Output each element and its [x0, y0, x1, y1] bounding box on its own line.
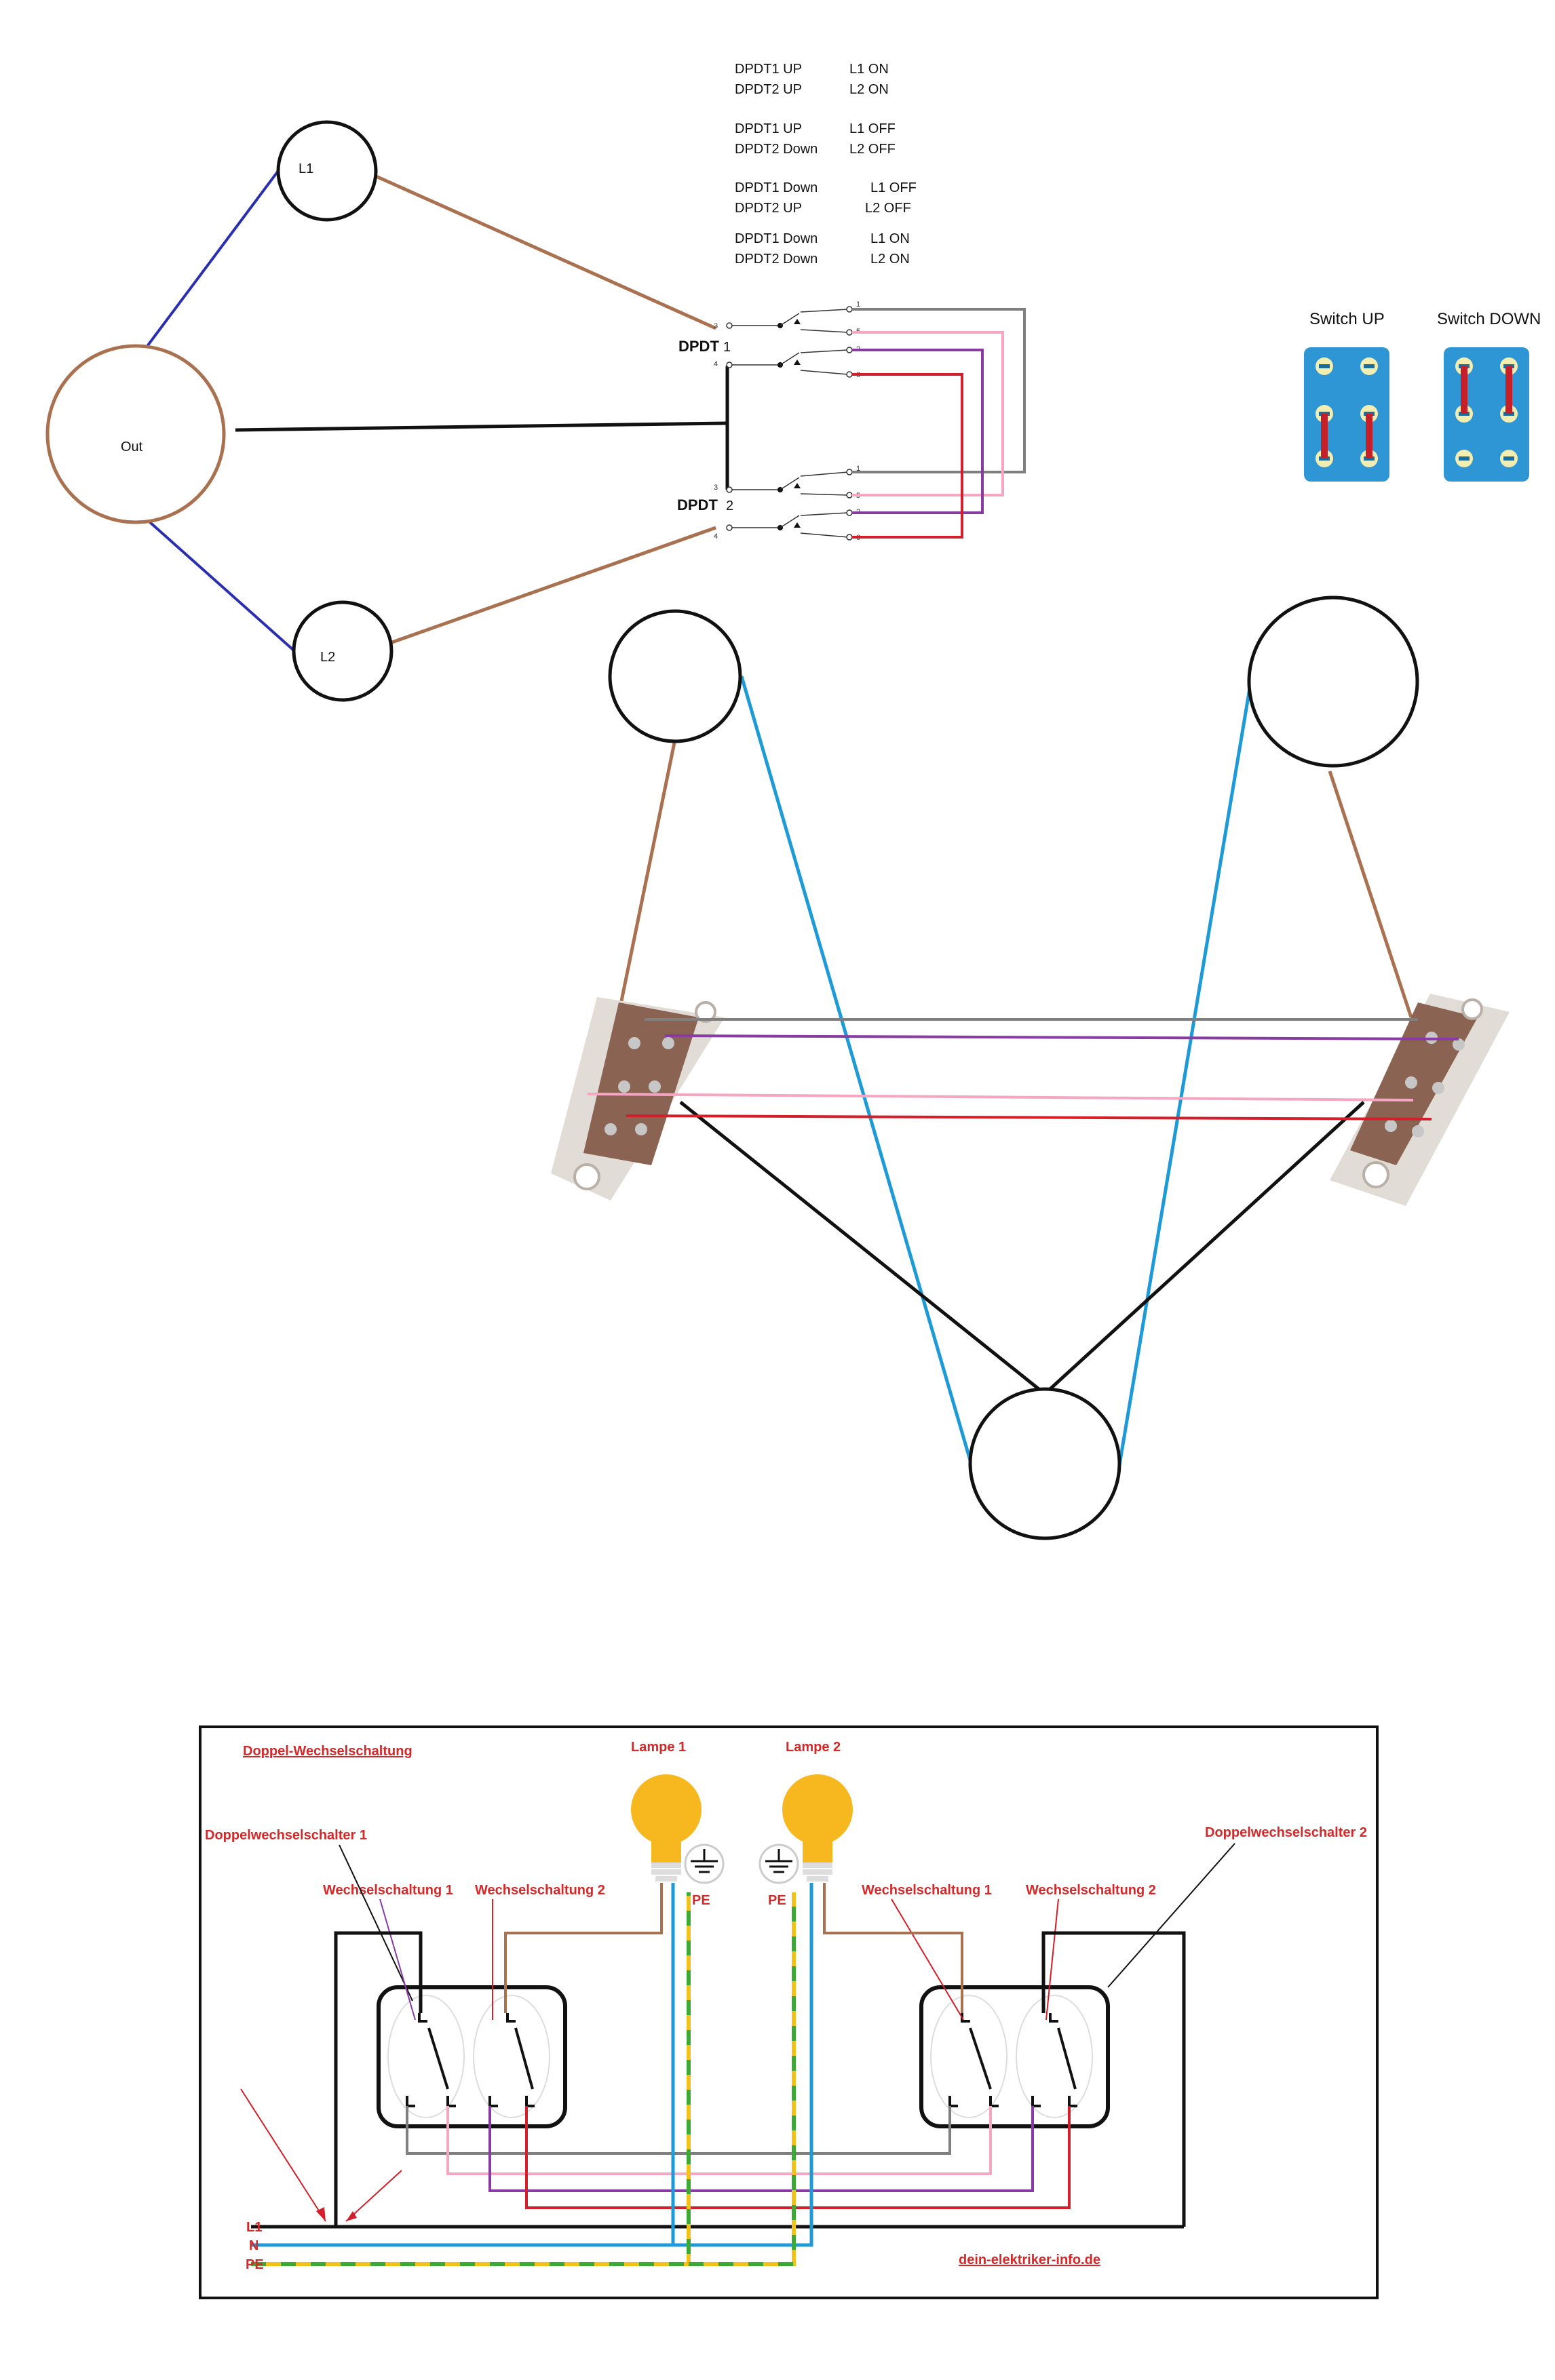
- table-row-3-left: DPDT1 UP: [735, 121, 802, 136]
- out-circle: [45, 344, 226, 524]
- lamp-l2-label: L2: [320, 650, 335, 665]
- wire-purple-traveller: [488, 2106, 1034, 2192]
- switch-up-label: Switch UP: [1309, 310, 1385, 328]
- dpdt1-label: DPDT: [678, 338, 719, 355]
- table-row-5-right: L1 OFF: [870, 180, 917, 195]
- lamp2-label: Lampe 2: [786, 1740, 841, 1755]
- circuit1-left-label: Wechselschaltung 1: [323, 1883, 453, 1898]
- wire-red-loop: [852, 373, 963, 539]
- switch-legend: Switch UP Switch DOWN: [1304, 310, 1541, 482]
- dpdt1-switch-symbol: DPDT 1 3 4 1 5 2 6: [678, 300, 860, 379]
- ground-symbol-2-icon: PE: [759, 1843, 799, 1908]
- wire-red-cross: [626, 1114, 1432, 1120]
- physical-switch-left: [551, 997, 725, 1201]
- wire-brown-left-lamp: [615, 739, 677, 1021]
- wire-l1-feed-left: [334, 1931, 423, 2227]
- wire-brown-l1-dpdt1: [372, 173, 717, 330]
- switch1-label: Doppelwechselschalter 1: [205, 1828, 367, 1843]
- table-row-6-right: L2 OFF: [865, 201, 911, 216]
- wire-blue-out-l2: [142, 515, 294, 651]
- wire-black-out-dpdt: [235, 421, 728, 432]
- dpdt2-pin-1: 1: [856, 465, 860, 473]
- out-label: Out: [121, 440, 143, 454]
- wire-brown-right-lamp: [1328, 770, 1413, 1018]
- physical-out-circle: [968, 1387, 1121, 1540]
- switch-down-pins: [1455, 357, 1518, 467]
- wire-pink-cross: [587, 1093, 1414, 1101]
- wire-grey-loop: [852, 308, 1026, 473]
- line-pe-label: PE: [246, 2257, 264, 2272]
- wire-n-lamp2: [673, 1883, 813, 2247]
- table-row-3-right: L1 OFF: [849, 121, 896, 136]
- lamp-l1-circle: [276, 120, 378, 222]
- physical-switch-right: [1330, 994, 1510, 1206]
- arrow-left-2: [345, 2170, 402, 2222]
- truth-table: DPDT1 UP L1 ON DPDT2 UP L2 ON DPDT1 UP L…: [735, 62, 917, 267]
- physical-lamp-right-circle: [1247, 596, 1419, 768]
- bulb-2-icon: [782, 1774, 853, 1881]
- dpdt2-index: 2: [726, 499, 733, 513]
- table-row-7-right: L1 ON: [870, 231, 910, 246]
- lamp1-label: Lampe 1: [631, 1740, 686, 1755]
- dpdt2-switch-symbol: DPDT 2 3 4 1 5 2 6: [677, 465, 860, 542]
- pe-label-2: PE: [768, 1893, 786, 1908]
- circuit2-left-label: Wechselschaltung 2: [475, 1883, 605, 1898]
- physical-wiring: [551, 596, 1510, 1540]
- wire-black-right: [1043, 1101, 1365, 1395]
- dpdt1-index: 1: [723, 340, 731, 355]
- wire-purple-cross: [664, 1034, 1459, 1040]
- dpdt2-pin-3: 3: [714, 484, 718, 492]
- switch-up-pins: [1316, 357, 1378, 467]
- wire-cyan-right: [1117, 676, 1254, 1466]
- lamp-l1-label: L1: [299, 161, 313, 176]
- dpdt1-pin-4: 4: [714, 360, 718, 368]
- wire-purple-loop: [852, 349, 984, 514]
- line-l1-label: L1: [246, 2220, 262, 2235]
- table-row-1-right: L1 ON: [849, 62, 889, 77]
- wire-grey-traveller: [406, 2106, 951, 2155]
- table-row-4-left: DPDT2 Down: [735, 142, 818, 157]
- dpdt1-pin-1: 1: [856, 300, 860, 309]
- switch-contacts: [406, 2013, 1077, 2107]
- reference-diagram: Doppel-Wechselschaltung Lampe 1 Lampe 2 …: [199, 1725, 1379, 2299]
- dpdt1-pin-3: 3: [714, 322, 718, 330]
- ground-symbol-1-icon: PE: [684, 1843, 725, 1908]
- switch2-label: Doppelwechselschalter 2: [1205, 1825, 1367, 1840]
- pe-label-1: PE: [692, 1893, 710, 1908]
- table-row-5-left: DPDT1 Down: [735, 180, 818, 195]
- website-label: dein-elektriker-info.de: [959, 2252, 1100, 2267]
- wire-black-left: [679, 1101, 1046, 1395]
- table-row-7-left: DPDT1 Down: [735, 231, 818, 246]
- wire-brown-l2-dpdt2: [389, 526, 716, 645]
- wire-blue-out-l1: [142, 167, 282, 352]
- table-row-6-left: DPDT2 UP: [735, 201, 802, 216]
- line-n-label: N: [249, 2238, 258, 2253]
- table-row-2-right: L2 ON: [849, 82, 889, 97]
- dpdt2-label: DPDT: [677, 496, 718, 513]
- dpdt2-pin-4: 4: [714, 532, 718, 541]
- bulb-1-icon: [631, 1774, 702, 1881]
- wire-red-traveller: [525, 2106, 1071, 2209]
- wire-cyan-left: [740, 676, 974, 1466]
- table-row-4-right: L2 OFF: [849, 142, 896, 157]
- table-row-1-left: DPDT1 UP: [735, 62, 802, 77]
- table-row-8-left: DPDT2 Down: [735, 252, 818, 267]
- wire-l1-feed-right: [1041, 1931, 1186, 2227]
- lamp-l2-circle: [292, 600, 393, 702]
- wire-brown-lamp1: [504, 1883, 663, 2013]
- switch-down-label: Switch DOWN: [1437, 310, 1541, 328]
- table-row-8-right: L2 ON: [870, 252, 910, 267]
- wire-pink-traveller: [446, 2106, 992, 2175]
- physical-lamp-left-circle: [608, 609, 742, 743]
- reference-title: Doppel-Wechselschaltung: [243, 1744, 412, 1759]
- wire-pink-loop: [852, 331, 1004, 496]
- table-row-2-left: DPDT2 UP: [735, 82, 802, 97]
- top-schematic: L1 Out L2 DPDT 1 3 4: [45, 120, 1026, 702]
- arrow-left-1: [240, 2088, 326, 2222]
- circuit1-right-label: Wechselschaltung 1: [862, 1883, 992, 1898]
- circuit2-right-label: Wechselschaltung 2: [1026, 1883, 1156, 1898]
- wire-brown-lamp2: [823, 1883, 963, 2013]
